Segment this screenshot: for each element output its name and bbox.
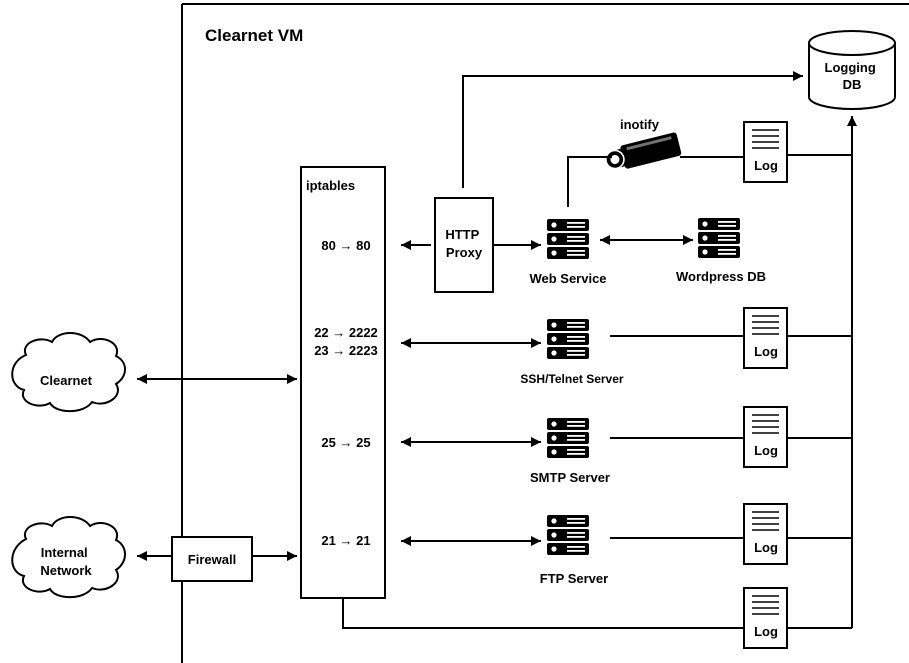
inotify-camera: inotify: [605, 117, 682, 170]
iptables-title: iptables: [306, 178, 355, 193]
iptables-to-log-line: [342, 598, 744, 629]
rule-smtp: 25 → 25: [321, 435, 370, 450]
log-document-icon: [743, 587, 788, 649]
log-ssh-label: Log: [754, 344, 778, 359]
rule-http: 80 → 80: [321, 238, 370, 253]
web-service-server-icon: [547, 219, 589, 259]
ssh-server-icon: [547, 319, 589, 359]
clearnet-cloud: Clearnet: [11, 332, 126, 413]
proxy-to-logging-db-arrow: [462, 71, 803, 188]
internal-network-cloud: Internal Network: [11, 516, 126, 599]
smtp-server-icon: [547, 418, 589, 458]
log-web: Log: [743, 121, 788, 183]
log-iptables: Log: [743, 587, 788, 649]
wordpress-db-label: Wordpress DB: [676, 269, 766, 284]
firewall-label: Firewall: [188, 552, 236, 567]
log-document-icon: [743, 307, 788, 369]
logging-db: Logging DB: [808, 30, 896, 110]
log-document-icon: [743, 406, 788, 468]
clearnet-cloud-label: Clearnet: [40, 373, 93, 388]
log-iptables-label: Log: [754, 624, 778, 639]
log-ftp: Log: [743, 503, 788, 565]
log-smtp: Log: [743, 406, 788, 468]
cloud-icon: [11, 332, 126, 413]
ftp-server-icon: [547, 515, 589, 555]
http-proxy-label: HTTP Proxy: [445, 227, 483, 260]
internal-network-label: Internal Network: [40, 545, 92, 578]
vm-title: Clearnet VM: [205, 26, 303, 45]
web-service-label: Web Service: [529, 271, 606, 286]
vm-boundary: [181, 3, 909, 663]
connectors: [137, 71, 857, 629]
smtp-server-label: SMTP Server: [530, 470, 610, 485]
rule-ssh: 22 → 2222: [314, 325, 378, 340]
database-cylinder-icon: [808, 43, 896, 110]
web-to-inotify-line: [567, 156, 612, 207]
ftp-server-label: FTP Server: [540, 571, 608, 586]
log-smtp-label: Log: [754, 443, 778, 458]
wordpress-db-server-icon: [698, 218, 740, 258]
log-web-label: Log: [754, 158, 778, 173]
rule-telnet: 23 → 2223: [314, 343, 378, 358]
logging-db-label: Logging DB: [825, 60, 880, 92]
cloud-icon: [11, 516, 126, 599]
log-document-icon: [743, 121, 788, 183]
log-ftp-label: Log: [754, 540, 778, 555]
ssh-server-label: SSH/Telnet Server: [520, 372, 623, 386]
rule-ftp: 21 → 21: [321, 533, 370, 548]
camera-icon: [605, 132, 682, 170]
http-proxy-box: HTTP Proxy: [434, 197, 494, 293]
firewall-box: Firewall: [171, 536, 253, 582]
inotify-label: inotify: [620, 117, 660, 132]
log-document-icon: [743, 503, 788, 565]
iptables-box: iptables 80 → 80 22 → 2222 23 → 2223 25 …: [300, 166, 386, 599]
log-ssh: Log: [743, 307, 788, 369]
